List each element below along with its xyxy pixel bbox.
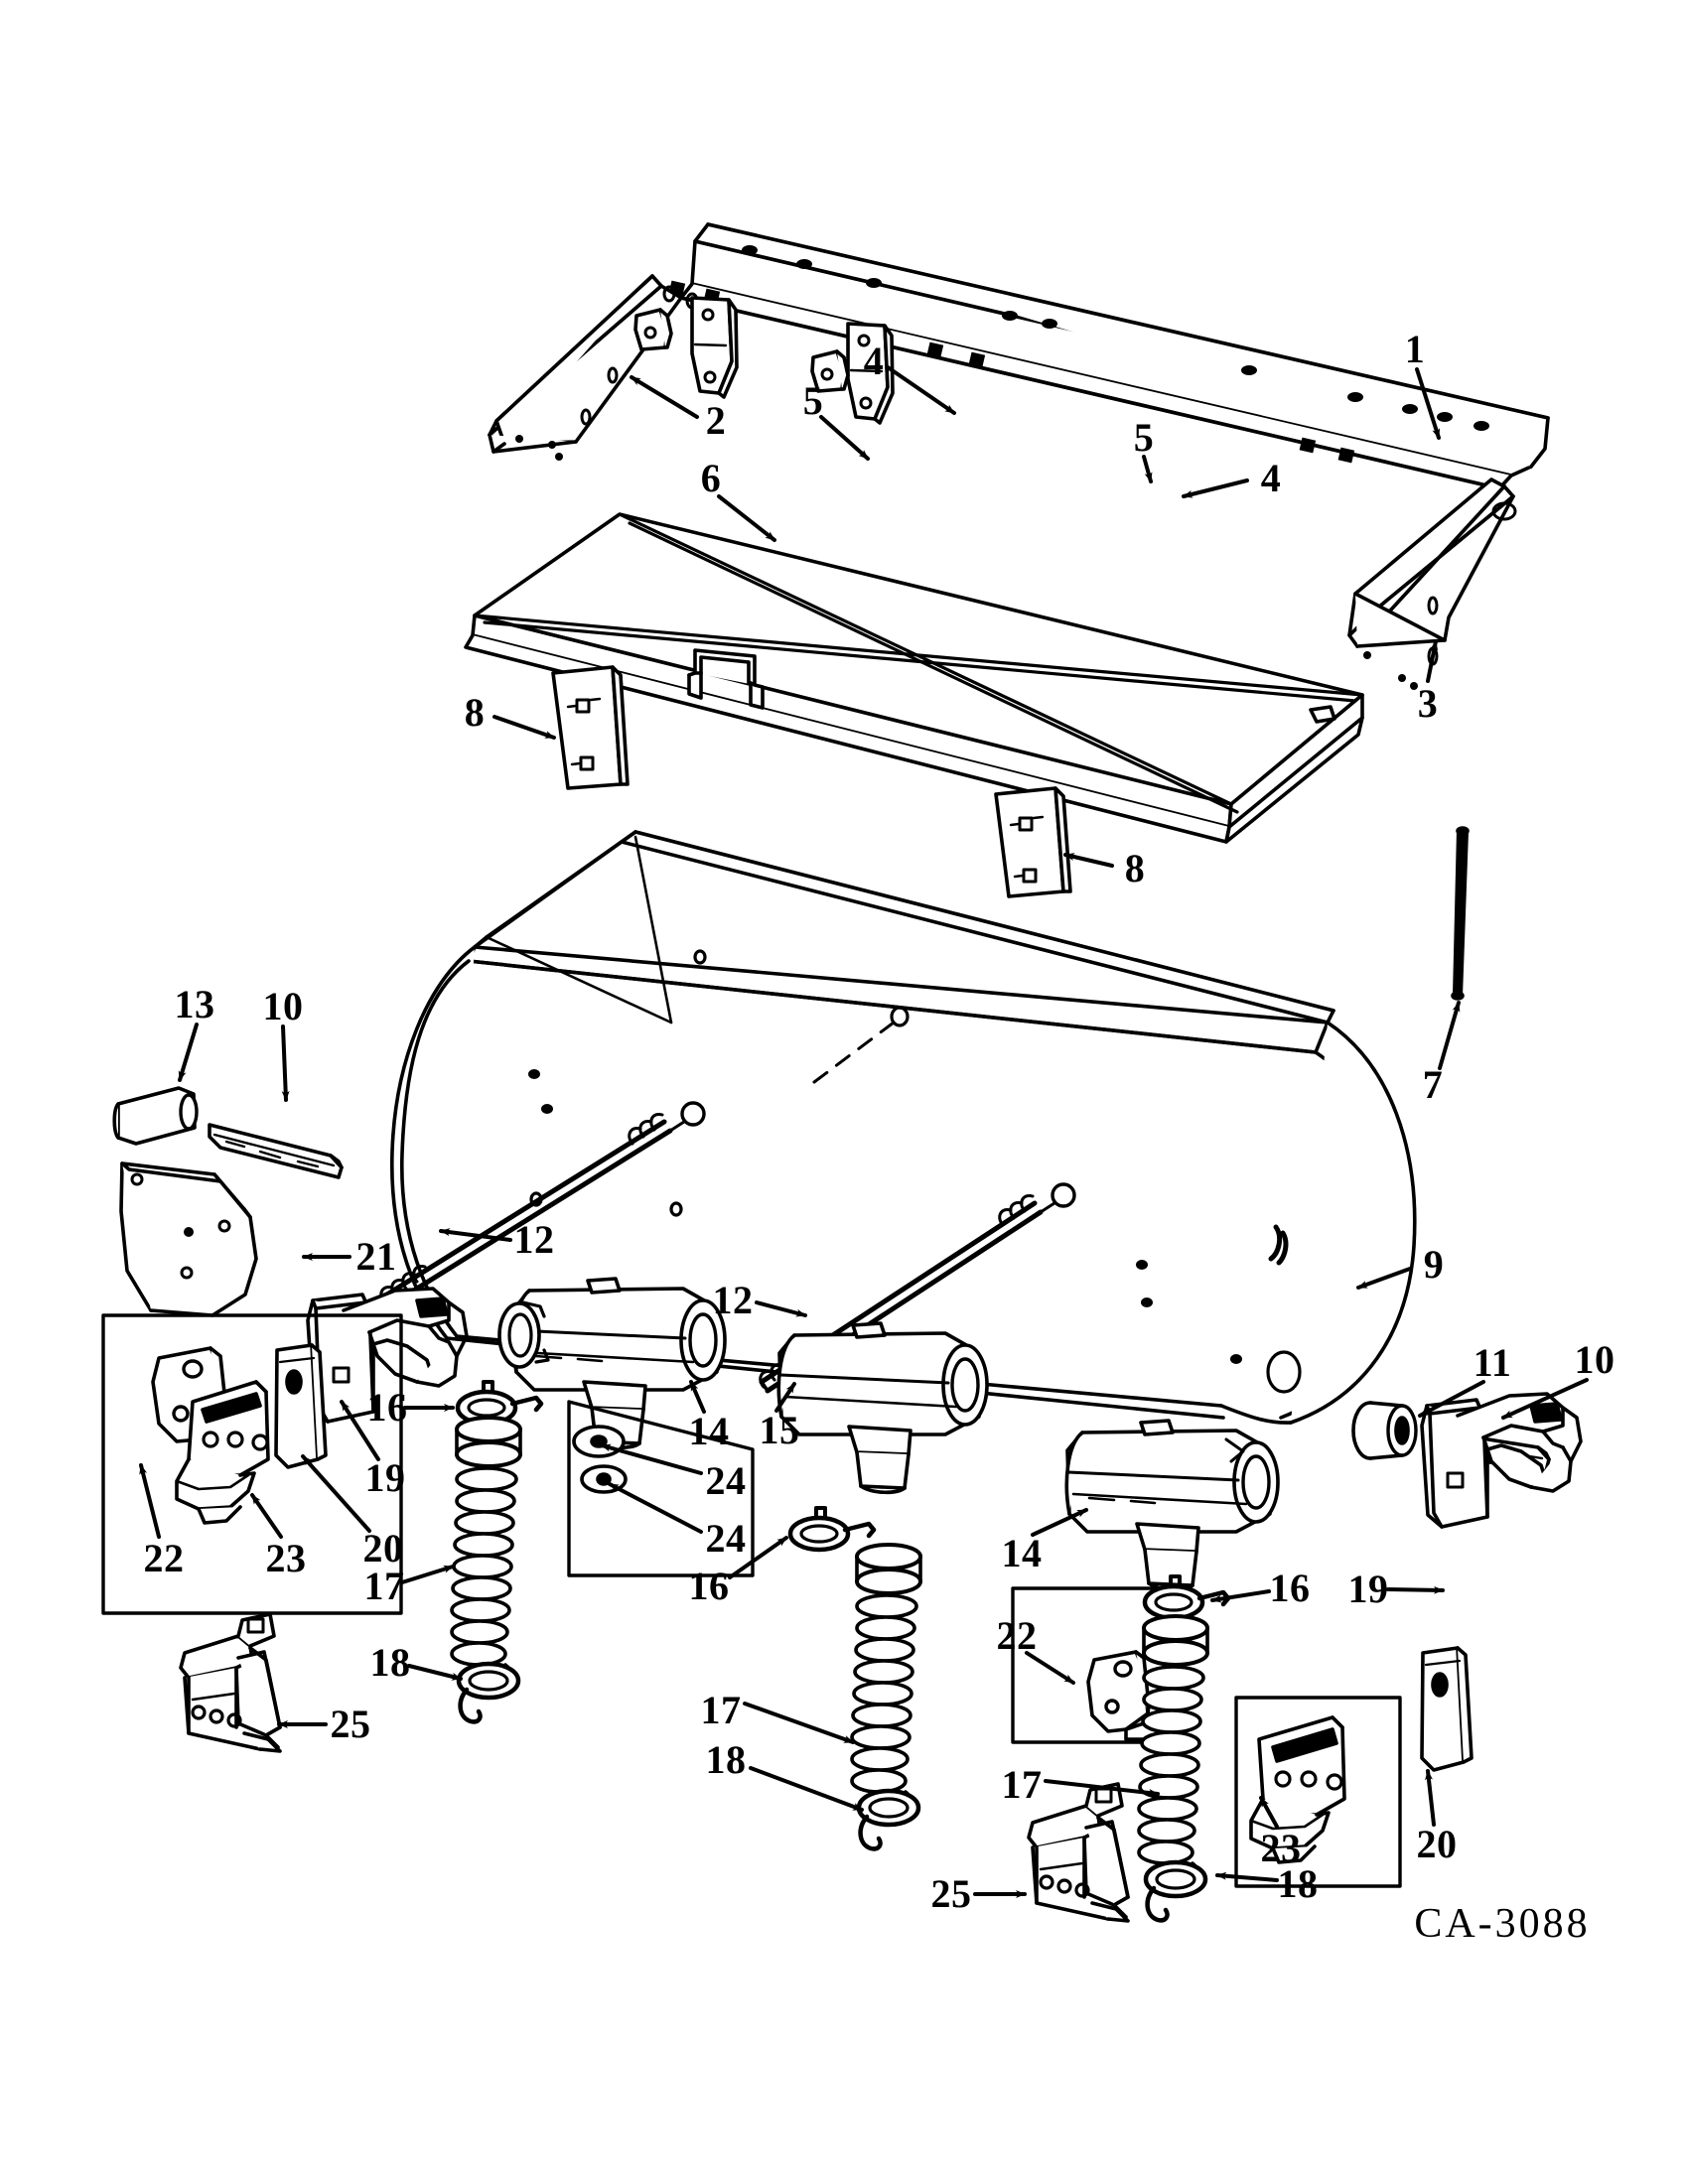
inset-box-right-23: [1234, 1696, 1402, 1888]
callout-25-center: 25: [930, 1871, 972, 1916]
callout-17-left: 17: [363, 1564, 405, 1608]
part-11-bushing: [1351, 1401, 1418, 1460]
part-7-latch-rod: [1451, 826, 1470, 1001]
part-20-link-plate-right: [1420, 1646, 1474, 1772]
part-19-lever-bracket-right: [1420, 1392, 1583, 1529]
part-17-spring-right: [1137, 1614, 1209, 1886]
callout-3: 3: [1417, 681, 1439, 726]
part-18-spring-hook-left: [456, 1661, 521, 1724]
part-10-roll-pin-left: [208, 1123, 344, 1179]
callout-24-lower: 24: [705, 1516, 747, 1561]
callout-16-left: 16: [366, 1385, 408, 1430]
callout-25-left: 25: [330, 1702, 371, 1746]
callout-21: 21: [355, 1234, 397, 1279]
part-18-spring-hook-center: [856, 1788, 921, 1851]
callout-19-left: 19: [364, 1455, 406, 1500]
part-15-feed-gate: [497, 1300, 550, 1369]
callout-5-left: 5: [802, 378, 824, 423]
callout-1: 1: [1404, 327, 1426, 371]
callout-18-right: 18: [1277, 1861, 1319, 1906]
part-21-end-panel: [119, 1161, 258, 1317]
callout-13: 13: [174, 982, 215, 1026]
callout-23-left: 23: [265, 1536, 307, 1580]
inset-box-washers-24: [567, 1400, 755, 1577]
part-23-feed-shoe-right: [1249, 1715, 1346, 1864]
callout-2: 2: [705, 398, 727, 443]
callout-5-right: 5: [1133, 415, 1155, 460]
callout-12-right: 12: [712, 1278, 754, 1322]
callout-20-right: 20: [1416, 1822, 1458, 1866]
part-23-feed-shoe-left: [175, 1380, 270, 1525]
callout-6: 6: [700, 456, 722, 500]
inset-box-left-22-23: [101, 1313, 403, 1615]
part-13-spacer-tube: [112, 1086, 199, 1146]
part-12-auger-shaft-left: [379, 1101, 706, 1309]
callout-4-left: 4: [863, 339, 885, 383]
part-3-right-end-plate: [1347, 478, 1517, 690]
part-8-hinge-strap-left: [551, 665, 630, 790]
callout-10-right: 10: [1574, 1337, 1615, 1382]
part-17-spring-center: [850, 1543, 922, 1815]
part-18-spring-hook-right: [1143, 1859, 1208, 1923]
callout-7: 7: [1422, 1062, 1444, 1107]
part-14-feed-cup-mid: [776, 1321, 989, 1495]
callout-17-center: 17: [700, 1688, 742, 1732]
part-5-clip-left: [633, 308, 673, 351]
callout-22-right: 22: [996, 1613, 1038, 1658]
callout-23-right: 23: [1260, 1826, 1302, 1870]
callout-14-right: 14: [1001, 1531, 1043, 1575]
callout-18-left: 18: [369, 1640, 411, 1685]
callout-8-left: 8: [464, 690, 486, 735]
callout-18-center: 18: [705, 1737, 747, 1782]
callout-4-right: 4: [1260, 456, 1282, 500]
part-20-link-plate-left: [274, 1343, 328, 1469]
part-8-hinge-strap-right: [994, 786, 1072, 898]
part-25-mount-bracket-left: [179, 1612, 282, 1753]
spring-assembly-left: [450, 1380, 544, 1724]
callout-8-right: 8: [1124, 846, 1146, 890]
spring-assembly-center: [787, 1506, 922, 1851]
callout-16-right: 16: [1269, 1566, 1311, 1610]
part-16-retainer-washer-center: [787, 1506, 877, 1553]
part-14-feed-cup-right: [1064, 1419, 1280, 1592]
callout-16-center: 16: [688, 1564, 730, 1608]
spring-assembly-right: [1137, 1574, 1231, 1923]
part-5-clip-right: [810, 349, 850, 393]
callout-15: 15: [759, 1408, 800, 1452]
callout-10-left: 10: [262, 984, 304, 1028]
part-4-support-bracket-left: [690, 296, 739, 399]
callout-24-upper: 24: [705, 1458, 747, 1503]
callout-22-left: 22: [143, 1536, 185, 1580]
part-25-mount-bracket-center: [1027, 1782, 1130, 1923]
callout-20-left: 20: [362, 1526, 404, 1570]
callout-9: 9: [1423, 1242, 1445, 1287]
part-2-left-end-plate: [488, 274, 699, 461]
figure-id-label: CA-3088: [1414, 1901, 1591, 1947]
part-16-retainer-washer-left: [455, 1380, 544, 1427]
callout-14-center: 14: [688, 1409, 730, 1453]
callout-17-right: 17: [1001, 1762, 1043, 1807]
part-17-spring-left: [450, 1416, 522, 1688]
callout-19-right: 19: [1347, 1567, 1389, 1611]
callout-12-left: 12: [513, 1217, 555, 1262]
part-24-washer-upper: [572, 1425, 626, 1458]
callout-11: 11: [1473, 1340, 1512, 1385]
part-9-hopper-box: [390, 830, 1417, 1425]
